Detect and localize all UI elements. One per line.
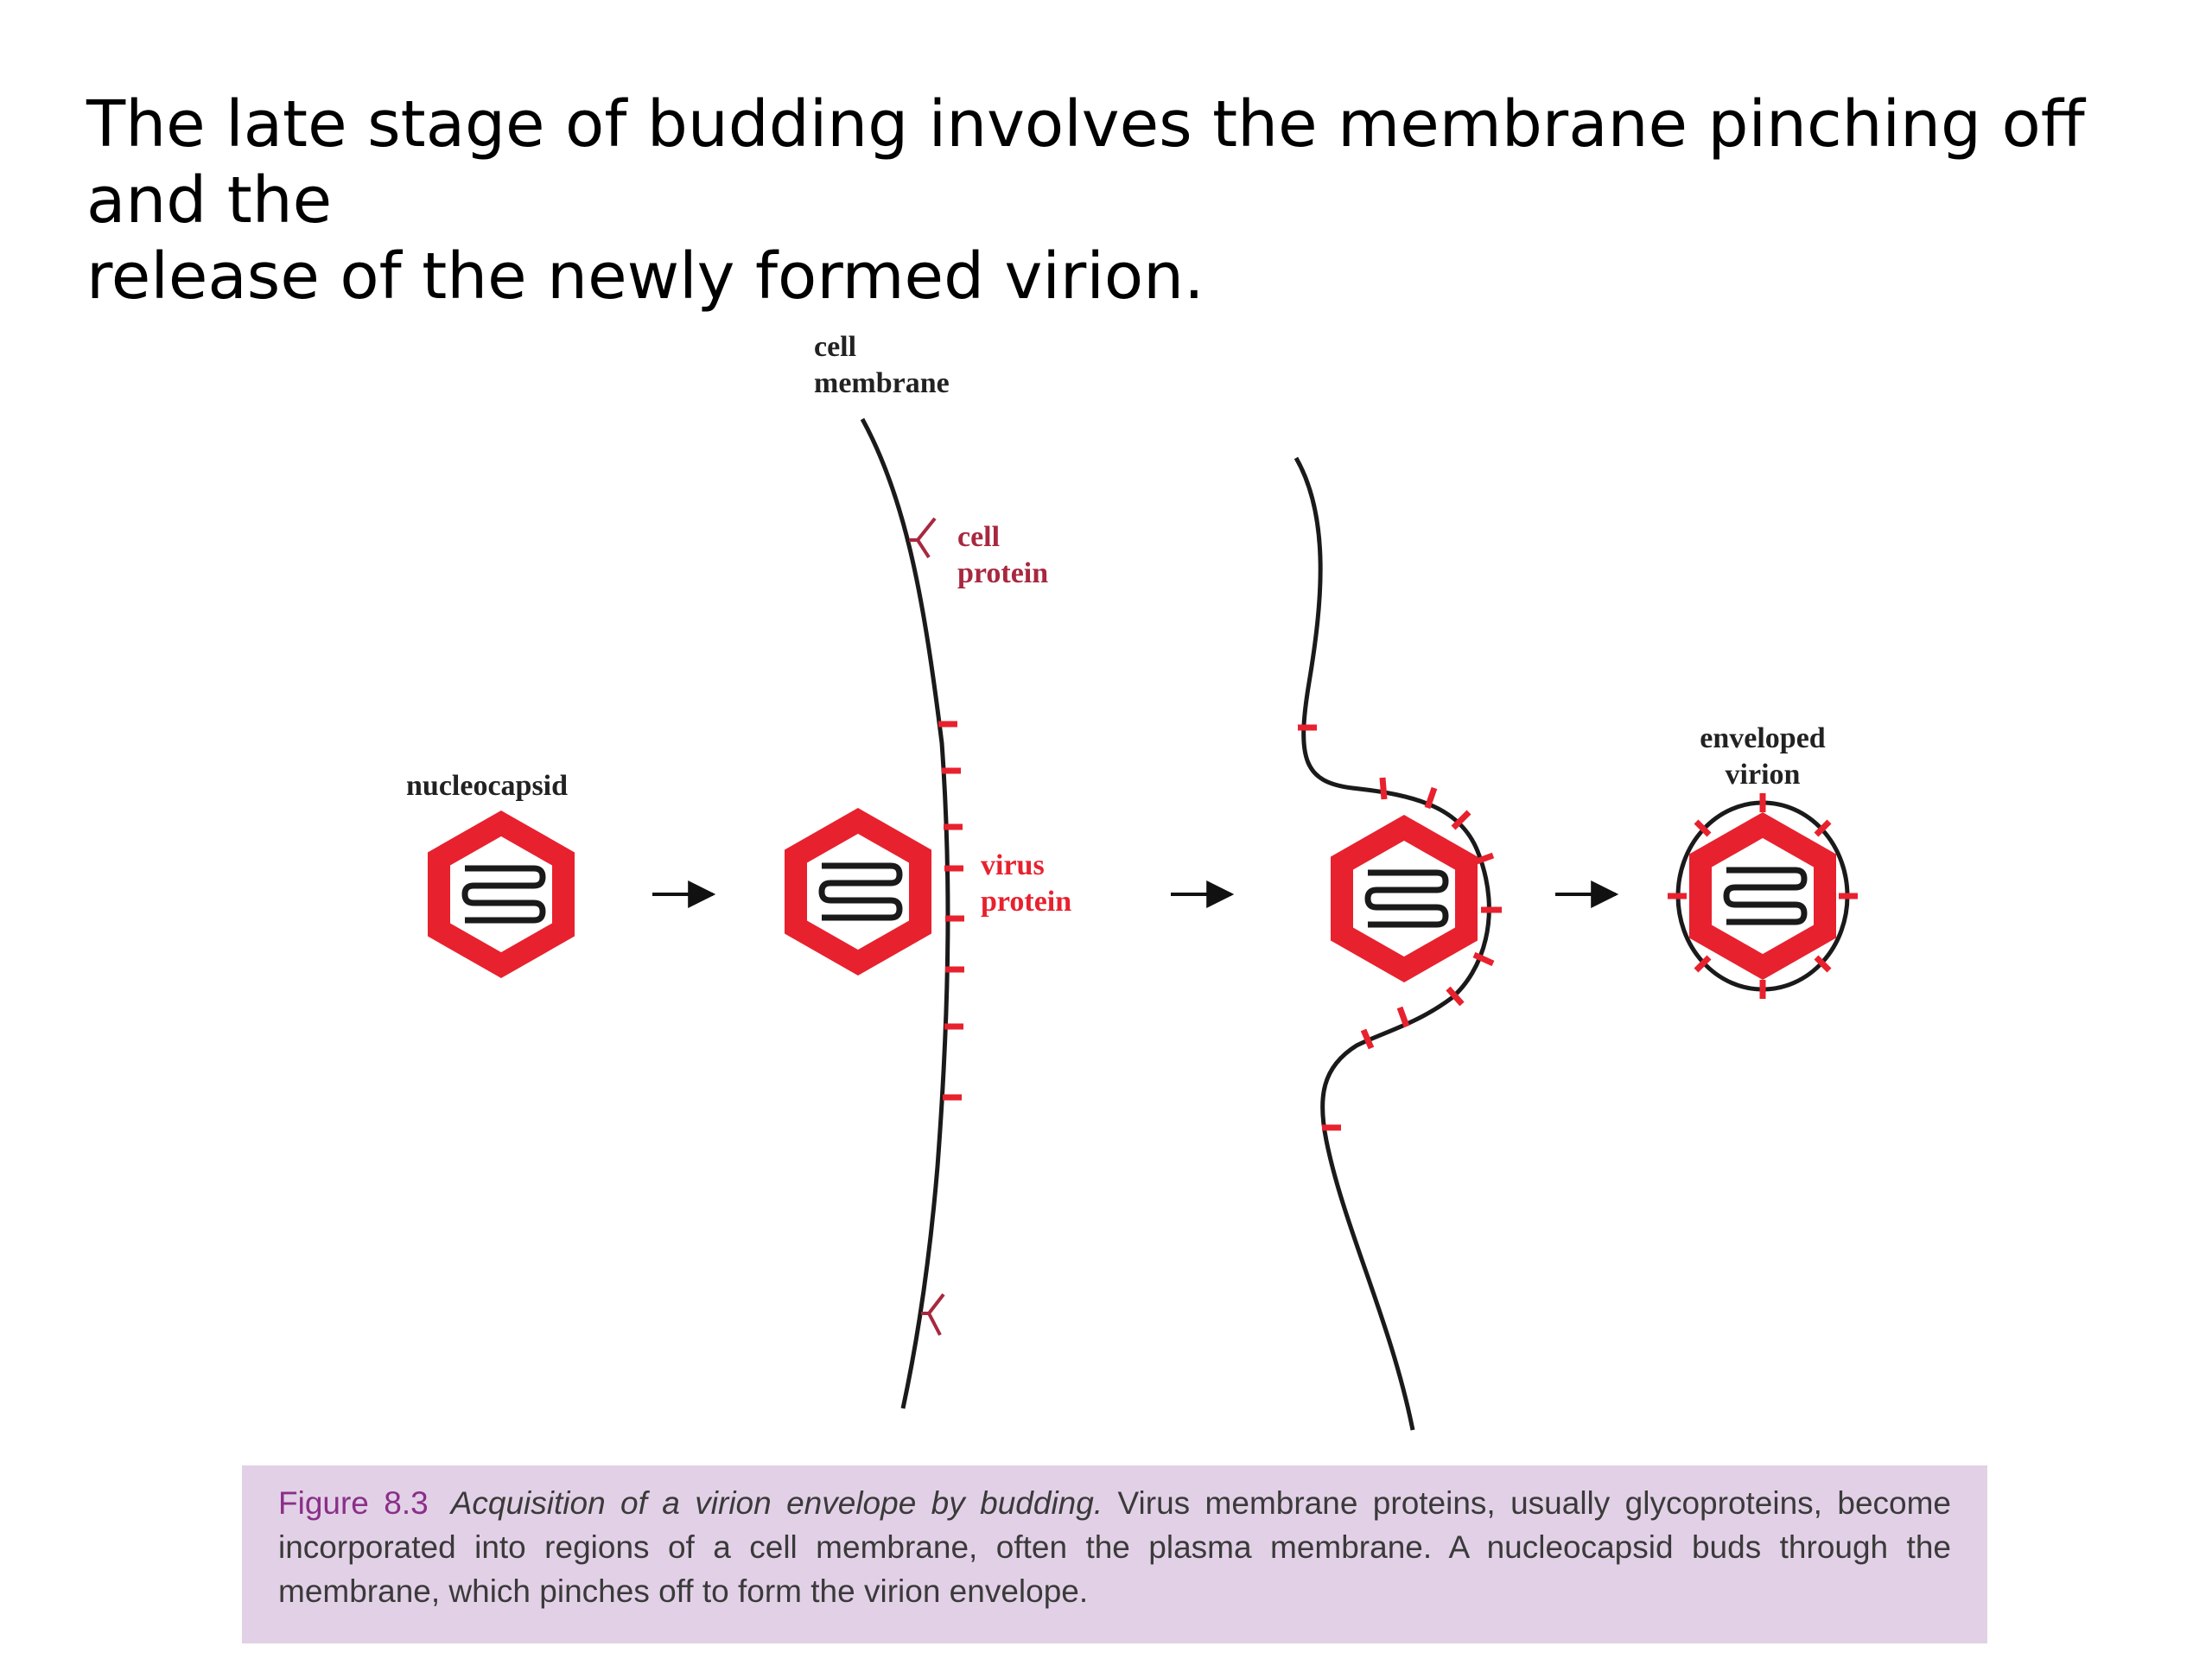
slide-heading: The late stage of budding involves the m… (86, 86, 2160, 315)
budding-capsid (1342, 828, 1466, 969)
heading-line-1: The late stage of budding involves the m… (86, 87, 2085, 238)
cell-protein-marker-bottom (921, 1293, 945, 1336)
figure-label: Figure 8.3 (278, 1485, 429, 1521)
figure-caption-text: Virus membrane proteins, usually glycopr… (278, 1485, 1951, 1609)
cell-protein-label-2: protein (957, 557, 1048, 589)
figure-caption: Figure 8.3 Acquisition of a virion envelo… (242, 1465, 1987, 1643)
nucleocapsid-capsid (439, 823, 563, 965)
enveloped-virion-label-1: enveloped (1700, 722, 1826, 754)
virus-protein-label-2: protein (981, 886, 1071, 918)
virus-protein-markers (938, 721, 964, 1101)
nucleocapsid-label: nucleocapsid (406, 770, 568, 802)
cell-protein-marker-top (909, 517, 937, 559)
budding-membrane (1294, 456, 1491, 1431)
virion-capsid (1700, 825, 1825, 967)
approaching-capsid (796, 821, 920, 963)
cell-membrane-label-1: cell (814, 331, 856, 363)
enveloped-virion-label-2: virion (1726, 759, 1801, 791)
budding-virus-protein-markers (1298, 724, 1502, 1131)
heading-line-2: release of the newly formed virion. (86, 239, 1205, 314)
cell-protein-label-1: cell (957, 521, 1000, 553)
virion-envelope-protein-markers (1668, 793, 1858, 999)
figure-title: Acquisition of a virion envelope by budd… (450, 1485, 1103, 1521)
virus-protein-label-1: virus (981, 849, 1045, 881)
cell-membrane (860, 417, 950, 1409)
cell-membrane-label-2: membrane (814, 367, 950, 399)
